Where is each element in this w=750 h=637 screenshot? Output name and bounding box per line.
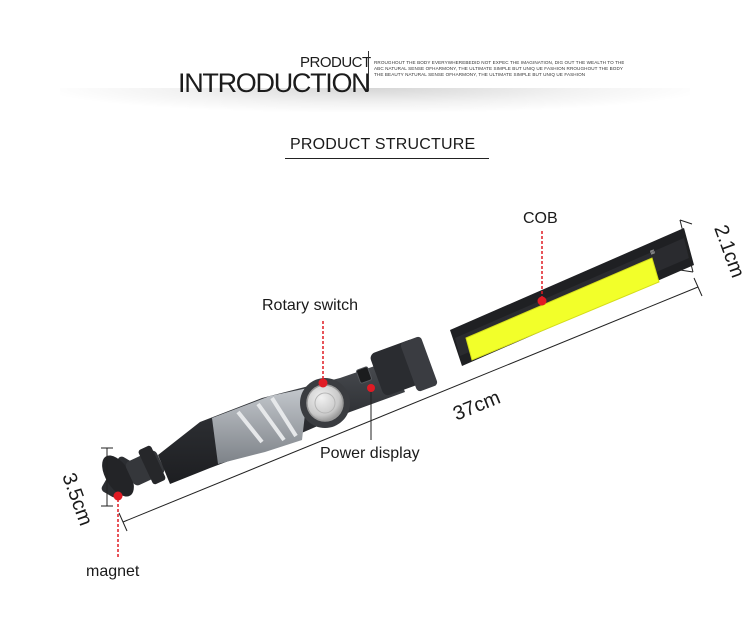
rotary-switch-knob [300,378,350,428]
header-tagline-3: THE BEAUTY NATURAL SENSE OFHARMONY, THE … [374,72,586,77]
svg-text:▤: ▤ [649,249,656,256]
grip-ribs [236,396,298,444]
light-bar: ▤ [450,228,694,366]
label-cob: COB [523,210,558,227]
label-power-display: Power display [320,445,420,462]
label-rotary-switch: Rotary switch [262,297,359,314]
header-tagline-2: ABC NATURAL SENSE OFHARMONY, THE ULTIMAT… [374,66,624,71]
hinge-joint [370,336,438,396]
section-title: PRODUCT STRUCTURE [290,136,476,153]
grip-panel [212,388,308,464]
callout-markers [113,231,547,558]
cob-led-strip [465,257,660,361]
header-divider [368,51,369,91]
header-product: PRODUCT [300,54,371,71]
magnet-marker [113,491,123,501]
label-magnet: magnet [86,563,140,580]
cob-marker [537,296,547,306]
rotary-switch-marker [318,378,328,388]
header-shadow [60,88,690,112]
header-introduction: INTRODUCTION [178,68,371,98]
power-display-window [356,366,372,384]
magnet-head [101,445,166,498]
header-tagline-1: RROUGHOUT THE BODY EVERYWHEREBEDID NOT E… [374,60,624,65]
section-title-underline [285,158,489,159]
dimension-lines [101,219,703,532]
power-display-marker [367,384,375,392]
